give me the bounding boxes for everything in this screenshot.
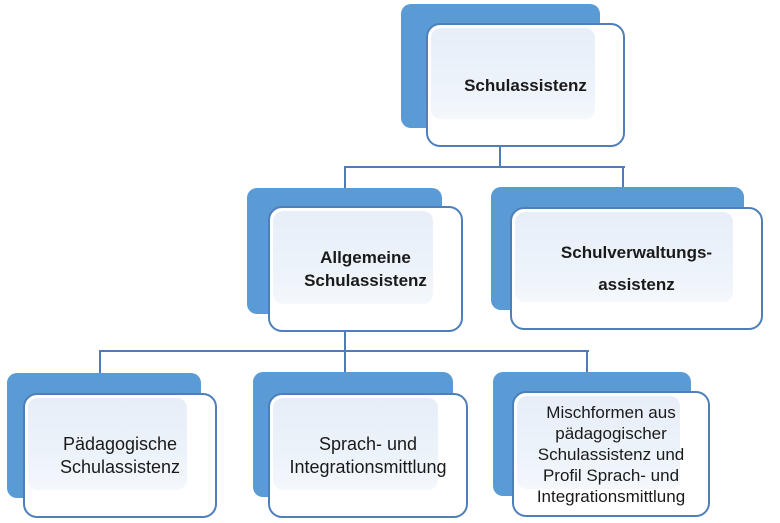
- connector-level2-right-drop: [622, 166, 624, 191]
- connector-level3-left-drop: [99, 350, 101, 376]
- node-inner-panel: [515, 212, 733, 302]
- node-label: Allgemeine Schulassistenz: [304, 248, 427, 290]
- connector-level2-left-drop: [344, 166, 346, 192]
- node-inner-panel: [431, 28, 595, 119]
- node-front-box: Schulassistenz: [426, 23, 625, 147]
- node-label: Schulassistenz: [464, 75, 587, 95]
- node-sprach-und-integrationsmittlung: Sprach- und Integrationsmittlung: [253, 372, 469, 519]
- node-front-box: Sprach- und Integrationsmittlung: [268, 393, 468, 518]
- node-front-box: Mischformen aus pädagogischer Schulassis…: [512, 391, 710, 517]
- node-label: Mischformen aus pädagogischer Schulassis…: [536, 402, 686, 506]
- node-front-box: Schulverwaltungs- assistenz: [510, 207, 763, 330]
- connector-root-vertical: [499, 147, 501, 168]
- node-schulverwaltungsassistenz: Schulverwaltungs- assistenz: [491, 187, 764, 331]
- node-front-box: Pädagogische Schulassistenz: [23, 393, 217, 518]
- node-mischformen: Mischformen aus pädagogischer Schulassis…: [493, 372, 711, 518]
- node-label: Sprach- und Integrationsmittlung: [289, 433, 447, 477]
- node-inner-panel: [28, 398, 187, 490]
- node-inner-panel: [273, 398, 438, 490]
- node-label: Schulverwaltungs- assistenz: [560, 242, 713, 294]
- node-inner-panel: [273, 211, 433, 304]
- node-schulassistenz: Schulassistenz: [401, 4, 626, 148]
- node-allgemeine-schulassistenz: Allgemeine Schulassistenz: [247, 188, 464, 333]
- connector-level3-right-drop: [586, 350, 588, 375]
- connector-level2-horizontal: [344, 166, 625, 168]
- connector-allgemeine-vertical: [344, 331, 346, 375]
- node-label: Pädagogische Schulassistenz: [59, 433, 181, 477]
- node-paedagogische-schulassistenz: Pädagogische Schulassistenz: [7, 373, 218, 519]
- node-inner-panel: [517, 396, 680, 489]
- connector-level3-horizontal: [99, 350, 589, 352]
- node-front-box: Allgemeine Schulassistenz: [268, 206, 463, 332]
